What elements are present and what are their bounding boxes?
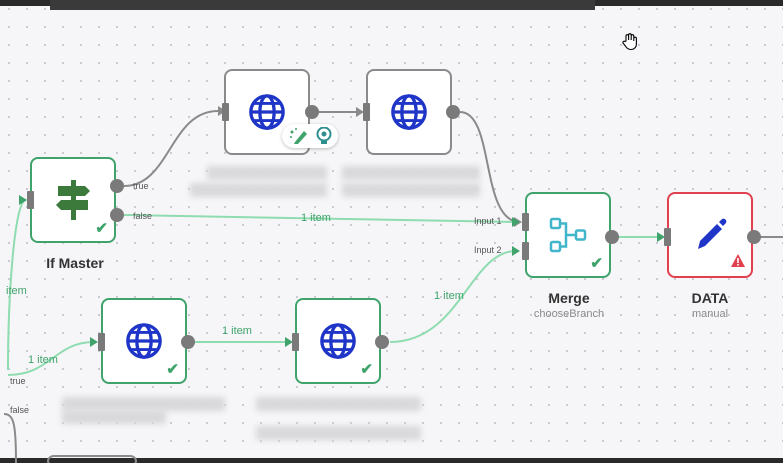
if-master-node[interactable]: ✔ (30, 157, 116, 243)
http-request-node-3[interactable]: ✔ (101, 298, 187, 384)
check-icon: ✔ (166, 361, 179, 378)
connection-left-http3[interactable] (7, 341, 95, 376)
redacted-node-name (256, 397, 421, 411)
redacted-node-name (62, 410, 166, 424)
data-node[interactable] (667, 192, 753, 278)
pencil-icon (698, 218, 727, 249)
globe-icon (320, 323, 356, 359)
http1-output-handle[interactable] (305, 105, 319, 119)
redacted-node-name (342, 183, 480, 197)
if-master-false-handle[interactable] (110, 208, 124, 222)
edge-item-count: item (6, 285, 27, 297)
connection-arrow (512, 217, 520, 227)
partial-node-bottom (47, 455, 137, 463)
redacted-node-name (256, 426, 421, 440)
edge-item-count: 1 item (301, 212, 331, 224)
edge-item-count: 1 item (434, 290, 464, 302)
check-icon: ✔ (95, 220, 108, 237)
connection-arrow (90, 337, 98, 347)
http-request-node-2[interactable] (366, 69, 452, 155)
data-subtitle: manual (691, 308, 729, 320)
hand-cursor-icon (620, 32, 640, 57)
check-icon: ✔ (360, 361, 373, 378)
merge-subtitle: chooseBranch (533, 308, 605, 320)
edge-item-count: 1 item (28, 354, 58, 366)
edge-item-count: 1 item (222, 325, 252, 337)
http4-input-handle[interactable] (292, 333, 299, 351)
if-true-label: true (133, 181, 149, 191)
if-master-label: If Master (46, 255, 104, 271)
merge-input1-handle[interactable] (522, 213, 529, 231)
window-frame-bottom (0, 458, 783, 463)
connection-arrow (19, 195, 27, 205)
merge-output-handle[interactable] (605, 230, 619, 244)
merge-label: Merge (548, 290, 590, 306)
left-true-label: true (10, 376, 26, 386)
globe-icon (126, 323, 162, 359)
connection-arrow (657, 232, 665, 242)
connection-http4-merge-input2[interactable] (389, 250, 517, 343)
warning-icon (730, 253, 746, 273)
globe-icon (391, 94, 427, 130)
check-icon: ✔ (590, 255, 603, 272)
http-request-node-4[interactable]: ✔ (295, 298, 381, 384)
connection-arrow (285, 337, 293, 347)
data-input-handle[interactable] (664, 228, 671, 246)
redacted-node-name (207, 166, 327, 180)
if-master-input-handle[interactable] (27, 191, 34, 209)
left-false-label: false (10, 405, 30, 415)
connection-arrow (512, 246, 520, 256)
if-false-label: false (133, 211, 153, 221)
merge-input2-label: Input 2 (474, 245, 502, 255)
connection-arrow (356, 107, 364, 117)
merge-input1-label: Input 1 (474, 216, 502, 226)
http2-output-handle[interactable] (446, 105, 460, 119)
redacted-node-name (62, 397, 225, 411)
connection-ifmaster-true-http1[interactable] (123, 110, 219, 187)
merge-node[interactable]: ✔ (525, 192, 611, 278)
http4-output-handle[interactable] (375, 335, 389, 349)
connection-left-false (3, 413, 17, 463)
http3-input-handle[interactable] (98, 333, 105, 351)
bulb-icon[interactable] (315, 126, 333, 150)
globe-icon (249, 94, 285, 130)
sparkle-pencil-icon[interactable] (289, 127, 309, 150)
http3-output-handle[interactable] (181, 335, 195, 349)
data-output-handle[interactable] (747, 230, 761, 244)
if-master-true-handle[interactable] (110, 179, 124, 193)
node-hover-toolbar[interactable] (282, 124, 338, 148)
http1-input-handle[interactable] (222, 103, 229, 121)
http2-input-handle[interactable] (363, 103, 370, 121)
connection-http2-merge-input1[interactable] (459, 111, 521, 223)
data-label: DATA (691, 290, 729, 306)
connection-left-ifmaster[interactable] (7, 199, 27, 371)
signpost-icon (56, 180, 90, 220)
merge-icon (549, 217, 587, 253)
redacted-node-name (342, 166, 480, 180)
merge-input2-handle[interactable] (522, 242, 529, 260)
toolbar-strip (50, 0, 595, 10)
redacted-node-name (190, 183, 327, 197)
connection-ifmaster-false-merge[interactable] (123, 214, 516, 223)
